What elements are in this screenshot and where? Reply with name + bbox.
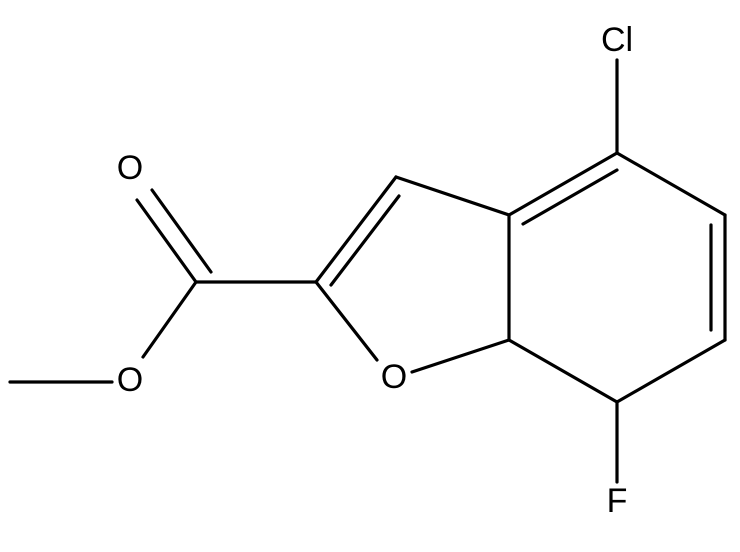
fluorine-label: F [607,482,628,520]
bond-c3-c2-inner [329,194,401,287]
bond-c7-c7a [507,338,619,404]
bond-ccarbonyl-oester [141,280,198,359]
bond-c4-c5 [615,151,727,217]
bond-o1-c7a [410,338,511,374]
atom-labels: Cl F O O O [117,21,633,520]
ring-oxygen-label: O [381,358,407,396]
bonds [8,58,727,484]
chlorine-label: Cl [601,21,633,59]
bond-ccarbonyl-o-double-b [150,188,213,274]
bond-ccarbonyl-o-double-a [135,198,198,284]
bond-c6-c7 [615,338,727,404]
bond-c2-o1 [314,280,379,362]
bond-c3a-c4 [507,151,619,217]
bond-c3a-c3 [394,175,511,217]
bond-c3a-c4-inner [521,168,619,226]
ester-oxygen-label: O [117,361,143,399]
carbonyl-oxygen-label: O [117,149,143,187]
bond-c3-c2 [314,175,398,284]
